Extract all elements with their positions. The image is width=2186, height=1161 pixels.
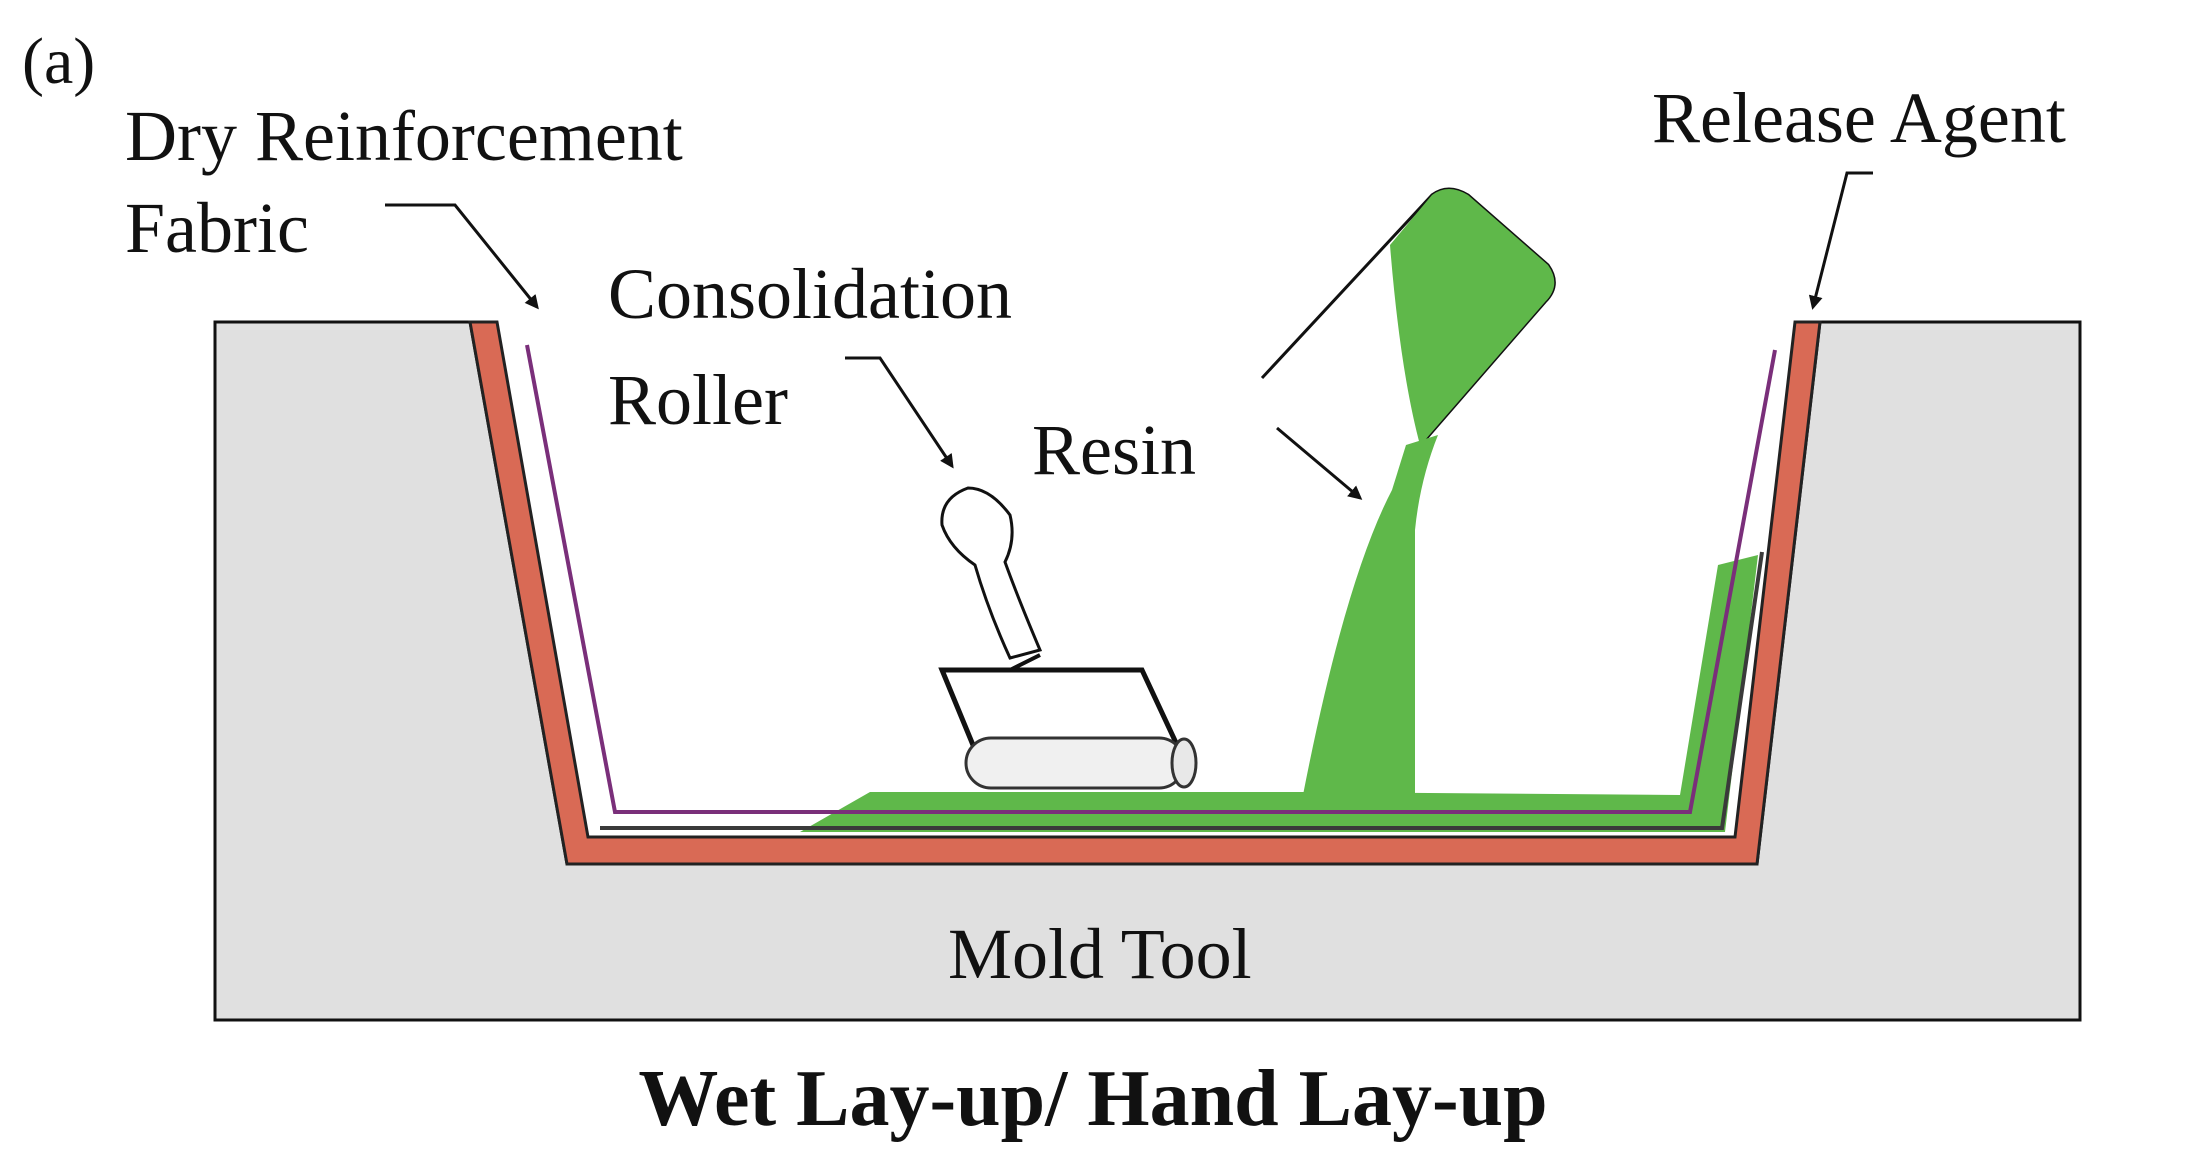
resin-leader <box>1276 426 1363 500</box>
dry-fabric-label-line2: Fabric <box>125 188 309 268</box>
release-agent-label: Release Agent <box>1652 78 2066 158</box>
resin-label: Resin <box>1032 410 1196 490</box>
resin-bottom-edge <box>600 551 1764 830</box>
mold-tool-label: Mold Tool <box>948 914 1252 994</box>
roller-end-cap <box>1170 737 1198 789</box>
dry-fabric-label-line1: Dry Reinforcement <box>125 96 683 176</box>
roller-frame <box>938 667 1188 764</box>
dry-fabric-leader <box>385 203 539 310</box>
diagram-caption: Wet Lay-up/ Hand Lay-up <box>638 1055 1547 1143</box>
roller-label-line2: Roller <box>608 360 788 440</box>
resin-pool <box>800 555 1758 832</box>
resin-stream <box>1303 435 1438 795</box>
roller-frame-connector <box>1009 653 1041 672</box>
panel-label: (a) <box>22 25 95 98</box>
roller-cylinder <box>964 736 1186 790</box>
roller-label-line1: Consolidation <box>608 254 1012 334</box>
resin-in-container <box>1390 189 1555 445</box>
release-agent-leader <box>1808 171 1873 310</box>
release-agent-layer <box>468 320 1822 866</box>
dry-fabric-line <box>525 344 1777 814</box>
roller-leader <box>845 356 954 469</box>
roller-handle <box>940 486 1043 660</box>
